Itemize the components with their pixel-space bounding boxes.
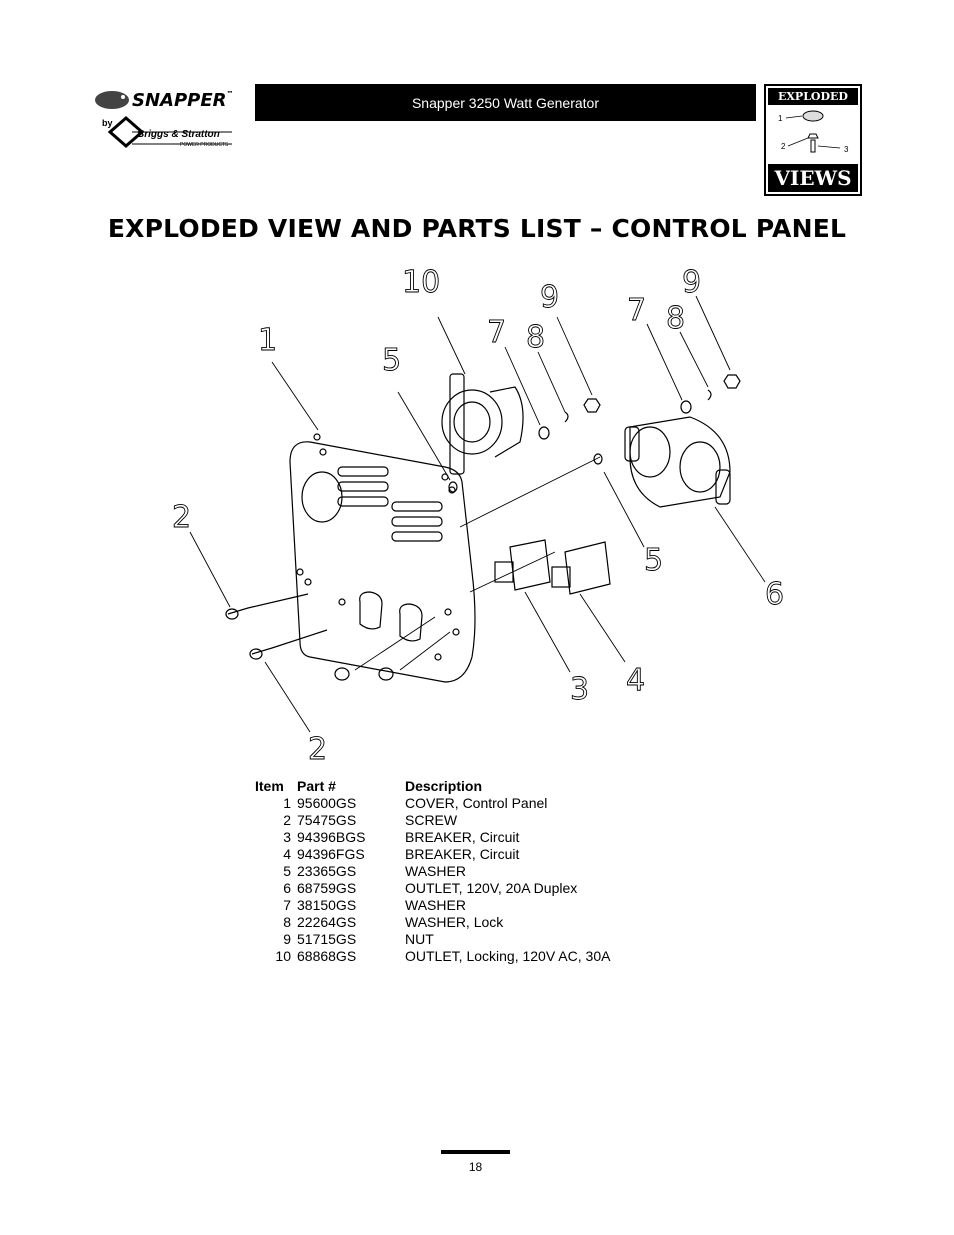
header-item: Item: [255, 778, 284, 794]
callout-2-upper: 2: [172, 500, 191, 535]
logo-brand: SNAPPER™: [132, 90, 234, 111]
badge-callout-3: 3: [844, 145, 849, 154]
callout-6: 6: [765, 577, 784, 612]
snapper-logo: SNAPPER™ by Briggs & Stratton POWER PROD…: [92, 88, 252, 154]
callout-8-left: 8: [526, 320, 545, 355]
header-description: Description: [405, 778, 483, 794]
callout-1: 1: [258, 323, 277, 358]
control-panel-plate: [289, 441, 476, 683]
turtle-icon: [95, 91, 129, 109]
badge-top-label: EXPLODED: [768, 88, 858, 105]
callout-10: 10: [402, 265, 440, 300]
exploded-diagram: 1 2 2 3 4 5 5 6 7 7 8 8 9 9 10: [172, 265, 785, 768]
parts-table-header: Item Part # Description: [255, 778, 610, 795]
callout-9-right: 9: [682, 265, 701, 300]
callout-9-left: 9: [540, 280, 559, 315]
callout-5-upper: 5: [382, 343, 401, 378]
badge-bottom-label: VIEWS: [768, 164, 858, 192]
page-title: EXPLODED VIEW AND PARTS LIST – CONTROL P…: [107, 214, 847, 243]
callout-3: 3: [570, 672, 589, 707]
badge-callout-2: 2: [781, 142, 786, 151]
page-number: 18: [468, 1160, 483, 1174]
diamond-icon: [107, 116, 145, 148]
callout-2-lower: 2: [308, 732, 327, 767]
badge-illustration: 1 2 3: [778, 110, 849, 154]
logo-by: by: [102, 118, 113, 128]
logo-partner: Briggs & Stratton: [137, 129, 220, 140]
page-number-rule: [441, 1150, 510, 1154]
header-part: Part #: [297, 778, 336, 794]
callout-7-right: 7: [627, 293, 646, 328]
logo-partner-sub: POWER PRODUCTS: [180, 142, 229, 148]
header-title: Snapper 3250 Watt Generator: [411, 94, 600, 111]
exploded-views-badge: EXPLODED 1 2 3 VIEWS: [764, 84, 862, 196]
callout-8-right: 8: [666, 301, 685, 336]
callout-4: 4: [626, 663, 645, 698]
header-bar: Snapper 3250 Watt Generator: [255, 84, 756, 121]
callout-5-lower: 5: [644, 543, 663, 578]
logo-graphic: [95, 91, 232, 148]
callout-7-left: 7: [487, 315, 506, 350]
badge-callout-1: 1: [778, 114, 783, 123]
